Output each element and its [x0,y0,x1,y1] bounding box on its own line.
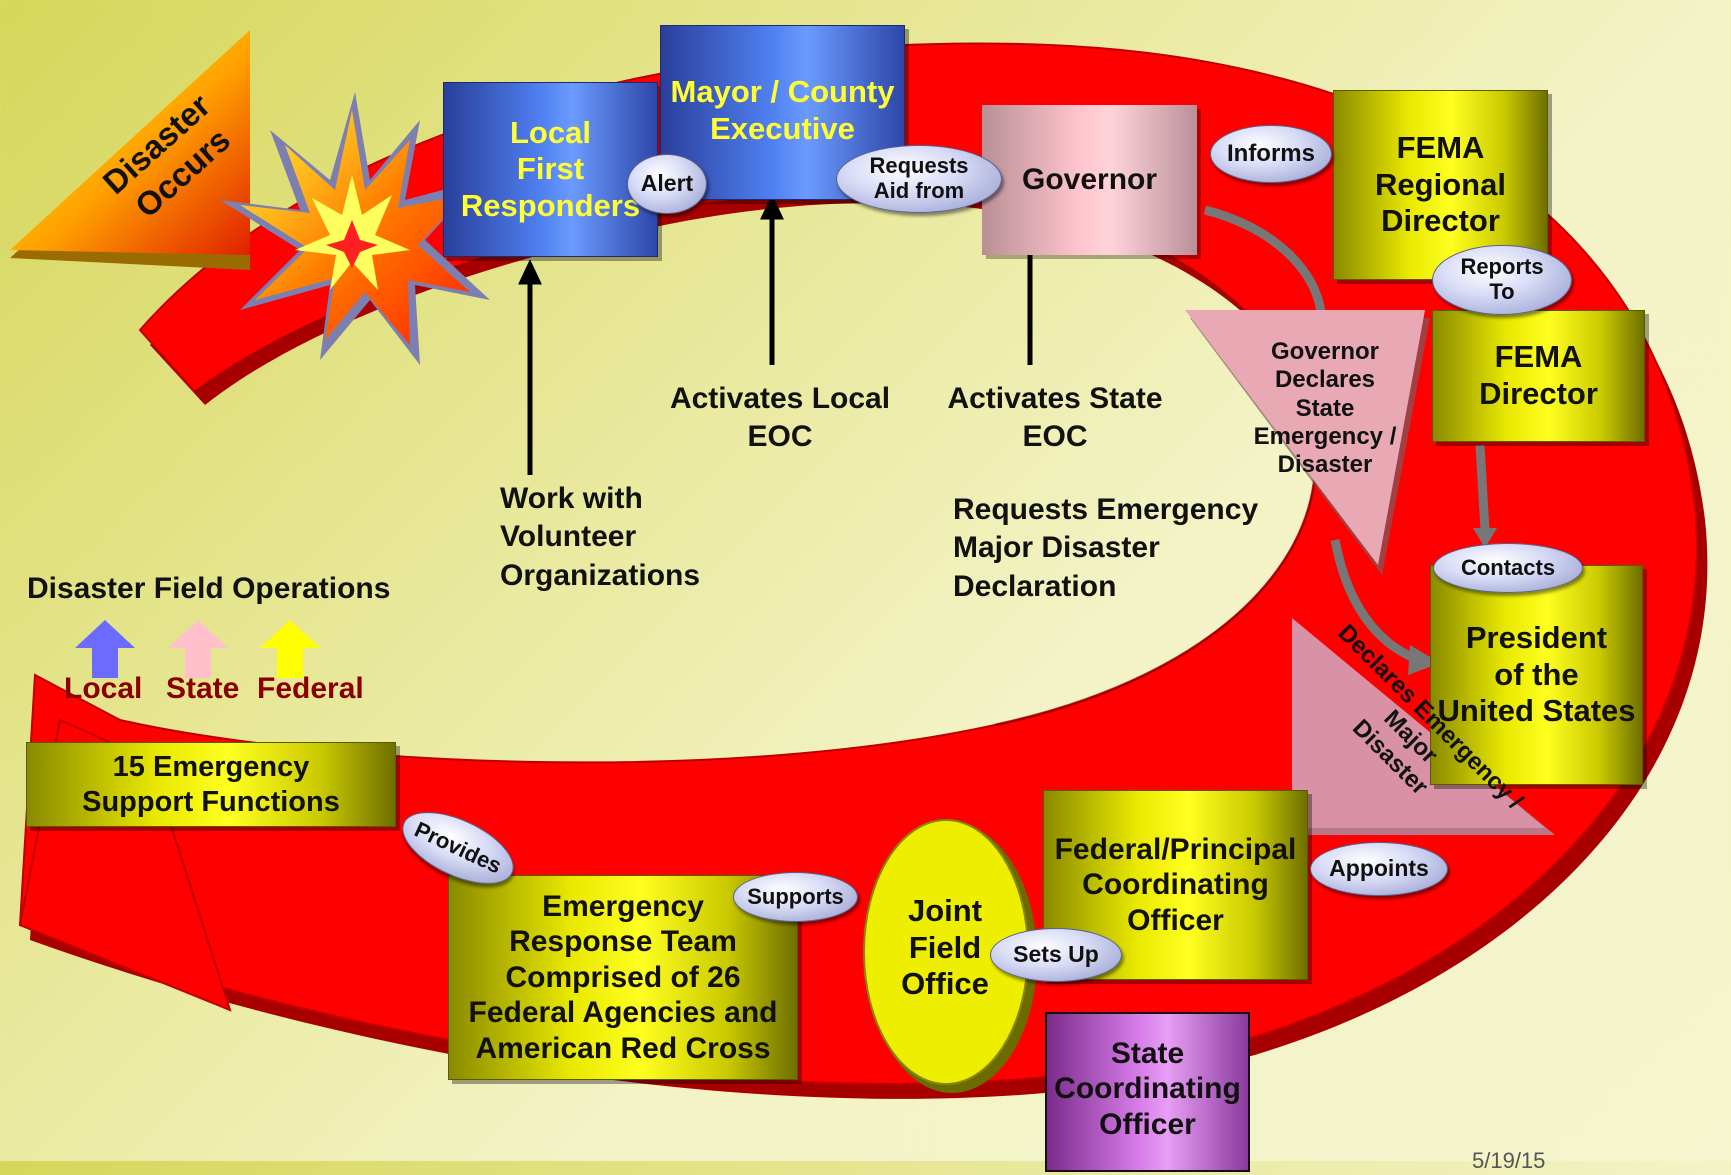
footer-date: 5/19/15 [1472,1148,1546,1173]
connector-arrows [1203,205,1490,665]
legend-arrows [75,620,320,678]
legend-title: Disaster Field Operations [27,572,391,605]
alert-label: Alert [627,154,707,214]
contacts-label: Contacts [1433,543,1583,593]
governor-box: Governor [982,105,1197,255]
appoints-label: Appoints [1310,842,1448,896]
informs-label: Informs [1210,125,1332,183]
supports-label: Supports [733,872,858,922]
legend-local: Local [64,672,143,705]
sets-up-label: Sets Up [990,928,1122,982]
legend-state: State [166,672,240,705]
legend-federal: Federal [257,672,364,705]
